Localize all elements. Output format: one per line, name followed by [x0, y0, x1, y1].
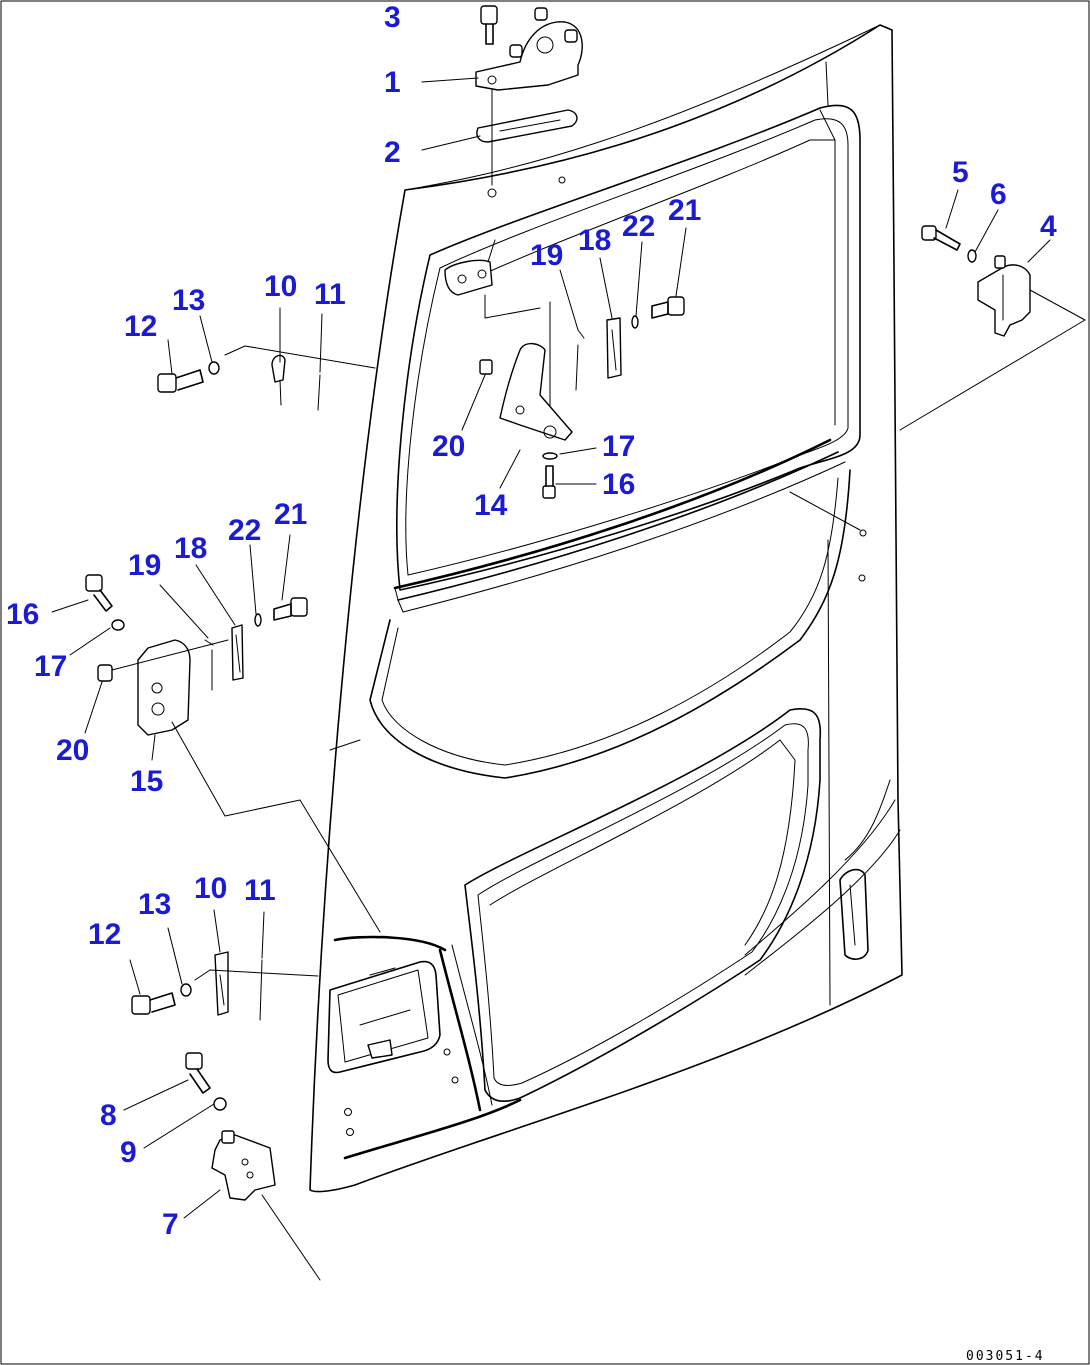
- hinge-top-plate: [444, 259, 493, 296]
- callout-7: 7: [162, 1208, 179, 1241]
- callout-10: 10: [264, 270, 297, 303]
- callout-13b: 13: [138, 888, 171, 921]
- drawing-number: 003051-4: [966, 1349, 1045, 1364]
- callout-14: 14: [474, 489, 508, 522]
- bolt-3: [480, 5, 498, 45]
- callout-12b: 12: [88, 918, 121, 951]
- door-panel: [309, 24, 903, 1193]
- callout-16b: 16: [6, 598, 39, 631]
- leader-lines: [51, 77, 1051, 1219]
- callout-6: 6: [990, 178, 1007, 211]
- callout-4: 4: [1040, 210, 1057, 243]
- callout-1: 1: [384, 66, 401, 99]
- callout-22b: 22: [228, 514, 261, 547]
- washer-6: [967, 249, 977, 263]
- callout-17b: 17: [34, 650, 67, 683]
- callout-17: 17: [602, 430, 635, 463]
- callout-19: 19: [530, 239, 563, 272]
- callout-2: 2: [384, 136, 401, 169]
- upper-hinge-parts: [157, 345, 376, 411]
- callout-13: 13: [172, 284, 205, 317]
- bolt-5: [921, 225, 961, 251]
- callout-3: 3: [384, 1, 401, 34]
- lower-hinge-7: [185, 1052, 321, 1281]
- callout-19b: 19: [128, 549, 161, 582]
- callout-20b: 20: [56, 734, 89, 767]
- callout-21: 21: [668, 194, 701, 227]
- callout-11: 11: [314, 278, 346, 311]
- lower-hinge-parts: [131, 951, 319, 1021]
- callout-labels: 3 1 2 5 6 4 21 22 18 19 10 11 13 12 20 1…: [6, 1, 1057, 1241]
- shim-2: [476, 109, 578, 143]
- upper-striker: [479, 296, 685, 499]
- callout-16: 16: [602, 468, 635, 501]
- callout-20: 20: [432, 430, 465, 463]
- callout-18b: 18: [174, 532, 207, 565]
- callout-21b: 21: [274, 498, 307, 531]
- callout-15: 15: [130, 765, 163, 798]
- callout-8: 8: [100, 1099, 117, 1132]
- callout-18: 18: [578, 224, 611, 257]
- callout-10b: 10: [194, 872, 227, 905]
- callout-22: 22: [622, 210, 655, 243]
- bracket-1: [475, 7, 583, 91]
- callout-11b: 11: [244, 874, 276, 907]
- callout-9: 9: [120, 1136, 137, 1169]
- callout-5: 5: [952, 156, 969, 189]
- callout-12: 12: [124, 310, 157, 343]
- hinge-4: [977, 255, 1086, 337]
- lower-striker-parts: [85, 574, 381, 933]
